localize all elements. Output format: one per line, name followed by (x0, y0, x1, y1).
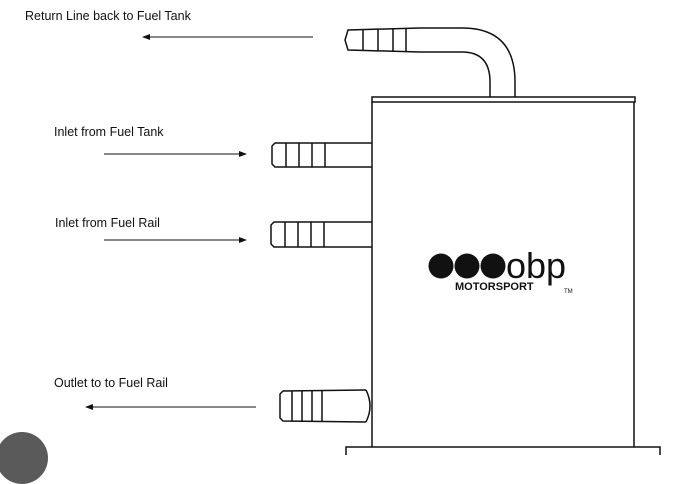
logo-dot-3 (480, 253, 506, 279)
inlet-fuel-rail-fitting (270, 221, 372, 248)
label-outlet-fuel-rail: Outlet to to Fuel Rail (54, 376, 168, 390)
label-inlet-fuel-rail: Inlet from Fuel Rail (55, 216, 160, 230)
outlet-fuel-rail-fitting (279, 389, 371, 423)
tank-body (345, 96, 661, 455)
bag-icon[interactable] (0, 432, 48, 484)
fuel-surge-tank-diagram: obp MOTORSPORT TM (85, 27, 661, 455)
label-return-line: Return Line back to Fuel Tank (25, 9, 191, 23)
return-line-fitting (344, 27, 516, 97)
inlet-fuel-tank-fitting (271, 142, 372, 168)
logo-motorsport: MOTORSPORT (455, 281, 534, 293)
logo-trademark: TM (564, 289, 573, 295)
label-inlet-fuel-tank: Inlet from Fuel Tank (54, 125, 164, 139)
logo-dot-1 (428, 253, 454, 279)
logo-brand: obp (506, 245, 566, 286)
logo-dot-2 (454, 253, 480, 279)
obp-motorsport-logo: obp MOTORSPORT TM (428, 245, 573, 295)
